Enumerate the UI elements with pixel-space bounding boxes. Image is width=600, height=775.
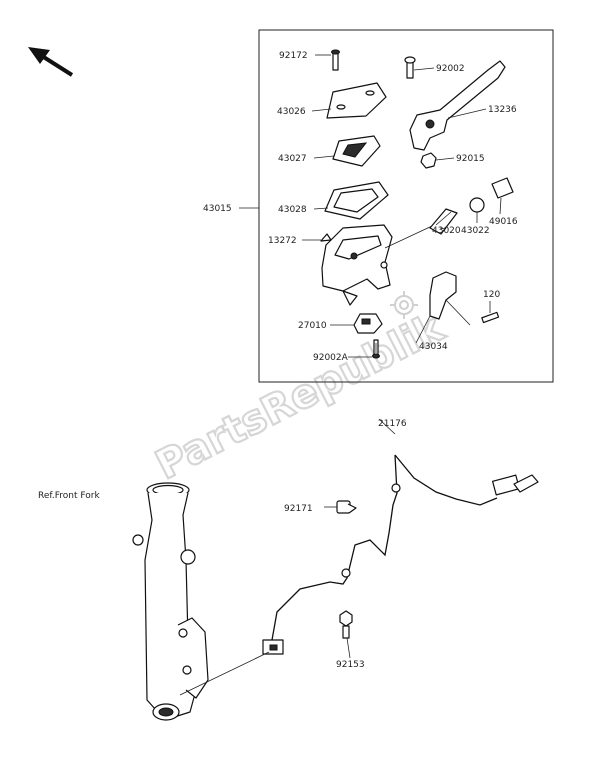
- label-43034: 43034: [419, 342, 448, 352]
- nut-92015: [420, 152, 437, 169]
- master-cylinder-43015: [321, 224, 393, 306]
- label-92015: 92015: [456, 154, 485, 164]
- bolt-92002: [404, 56, 416, 79]
- label-49016: 49016: [489, 217, 518, 227]
- label-92172: 92172: [279, 51, 308, 61]
- brake-hose-21176: [262, 454, 539, 655]
- label-43015: 43015: [203, 204, 232, 214]
- label-13236: 13236: [488, 105, 517, 115]
- watermark-gear-icon: [390, 291, 418, 319]
- label-92171: 92171: [284, 504, 313, 514]
- clip-13272: [320, 233, 332, 242]
- label-43022: 43022: [461, 226, 490, 236]
- label-43027: 43027: [278, 154, 307, 164]
- bolt-120: [481, 311, 500, 324]
- label-43020: 43020: [432, 226, 461, 236]
- plate-43027: [332, 135, 381, 167]
- diaphragm-43028: [324, 181, 389, 220]
- reservoir-cap-43026: [326, 82, 387, 119]
- arrow-up-left-icon: [28, 47, 74, 77]
- label-43028: 43028: [278, 205, 307, 215]
- screw-92172: [331, 49, 340, 71]
- label-21176: 21176: [378, 419, 407, 429]
- bolt-92153: [339, 610, 353, 639]
- label-ref-front-fork: Ref.Front Fork: [38, 491, 100, 501]
- label-92002: 92002: [436, 64, 465, 74]
- boot-49016: [491, 177, 514, 199]
- piston-kit-43020: [429, 208, 458, 235]
- label-92153: 92153: [336, 660, 365, 670]
- label-43026: 43026: [277, 107, 306, 117]
- circlip-43022: [469, 197, 485, 213]
- master-cylinder-assembly-frame: [258, 29, 554, 383]
- label-92002A: 92002A: [313, 353, 349, 363]
- label-13272: 13272: [268, 236, 297, 246]
- label-120: 120: [483, 290, 500, 300]
- brake-lever-13236: [409, 60, 506, 151]
- watermark: PartsRepublik: [149, 304, 452, 489]
- clamp-92171: [336, 500, 357, 514]
- front-fork: [132, 482, 209, 721]
- leader-lines: [179, 54, 502, 696]
- switch-27010: [353, 313, 383, 334]
- label-27010: 27010: [298, 321, 327, 331]
- holder-43034: [429, 271, 457, 320]
